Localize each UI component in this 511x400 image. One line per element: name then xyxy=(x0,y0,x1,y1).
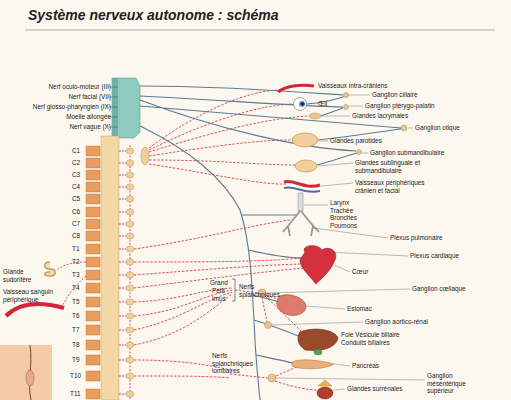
part-label: T6 xyxy=(72,312,79,320)
lacrimal-gland xyxy=(309,113,321,119)
part-label: T3 xyxy=(72,271,79,279)
sweat-gland xyxy=(45,262,56,276)
iris xyxy=(299,101,305,107)
part-label: Nerf facial (VII) xyxy=(68,93,111,101)
part-label: C7 xyxy=(72,220,80,228)
blood-vessel xyxy=(6,304,64,316)
part-label: Vaisseaux périphériques crânien et facia… xyxy=(355,179,435,194)
trachea xyxy=(298,193,303,211)
part-label: C1 xyxy=(72,147,80,155)
part-label: Imus xyxy=(212,295,226,303)
part-label: Nerfs splanchniques xyxy=(239,283,284,298)
eye xyxy=(294,98,307,111)
part-label: Plexus cardiaque xyxy=(410,252,459,260)
ganglion xyxy=(357,150,362,155)
ganglion xyxy=(265,322,272,329)
part-label: C6 xyxy=(72,208,80,216)
part-label: T11 xyxy=(70,390,81,398)
part-label: T1 xyxy=(72,245,79,253)
part-label: Glandes parotides xyxy=(330,137,382,145)
ganglion xyxy=(401,125,407,131)
pupil xyxy=(301,103,304,106)
sympathetic-fiber xyxy=(134,90,318,390)
part-label: Nerf oculo-moteur (III) xyxy=(48,83,111,91)
part-label: Ganglion aortico-rénal xyxy=(365,318,428,326)
stomach xyxy=(277,295,306,316)
sympathetic-fiber xyxy=(57,262,86,306)
part-label: T9 xyxy=(72,356,79,364)
ganglion xyxy=(344,105,349,110)
part-label: Cœur xyxy=(352,268,368,276)
leader-line xyxy=(266,95,425,390)
spinal-cord xyxy=(101,136,119,400)
part-label: T8 xyxy=(72,341,79,349)
part-label: Ganglion mésentérique supérieur xyxy=(427,372,475,395)
part-label: Nerf vague (X) xyxy=(69,123,111,131)
part-label: T10 xyxy=(70,372,81,380)
part-label: Moelle allongée xyxy=(66,113,111,121)
pancreas xyxy=(292,360,334,369)
ganglion xyxy=(268,374,276,382)
part-label: Ganglion otique xyxy=(415,124,460,132)
title-rule xyxy=(25,30,495,31)
part-label: Glandes surrénales xyxy=(347,385,402,393)
facial-vessel xyxy=(284,181,320,186)
part-label: T4 xyxy=(72,284,79,292)
part-label: Œil xyxy=(318,100,327,108)
part-label: Larynx Trachée Bronches Poumons xyxy=(330,199,366,229)
facial-vein xyxy=(284,187,320,192)
liver xyxy=(298,329,338,350)
part-label: Nerfs splanchniques lombaires xyxy=(212,352,257,375)
part-label: Nerf glosso-pharyngien (IX) xyxy=(33,103,111,111)
part-label: C4 xyxy=(72,183,80,191)
part-label: Ganglion submandibulaire xyxy=(370,149,444,157)
part-label: Pancréas xyxy=(352,362,379,370)
kidney xyxy=(317,387,333,399)
ganglion xyxy=(344,93,349,98)
ramus xyxy=(119,151,126,394)
part-label: Plexus pulmonaire xyxy=(390,234,443,242)
parasympathetic-fiber xyxy=(140,86,401,400)
part-label: Ganglion ciliaire xyxy=(372,91,417,99)
heart xyxy=(300,246,336,284)
skin-section xyxy=(0,345,52,400)
gallbladder xyxy=(314,349,322,355)
part-label: Glandes sublinguale et submandibulaire xyxy=(355,159,435,174)
part-label: Glande sudorifère xyxy=(3,268,45,283)
parotid-gland xyxy=(292,133,318,147)
part-label: Foie Vésicule biliaire Conduits biliaire… xyxy=(341,331,401,346)
part-label: Ganglion ptérygo-palatin xyxy=(365,102,435,110)
part-label: Estomac xyxy=(347,305,372,313)
part-label: Vaisseau sanguin périphérique xyxy=(3,288,63,303)
intracranial-vessel xyxy=(278,85,314,92)
bronchi xyxy=(283,211,319,236)
part-label: Petit xyxy=(212,287,225,295)
part-label: C3 xyxy=(72,171,80,179)
part-label: Vaisseaux intra-crâniens xyxy=(318,82,388,90)
part-label: C2 xyxy=(72,159,80,167)
hair-follicle xyxy=(26,370,34,386)
part-label: Ganglion cœliaque xyxy=(412,285,466,293)
part-label: T2 xyxy=(72,258,79,266)
salivary-gland xyxy=(295,160,317,172)
cervical-ganglion xyxy=(141,147,149,165)
part-label: C5 xyxy=(72,195,80,203)
part-label: Grand xyxy=(210,279,228,287)
part-label: T7 xyxy=(72,326,79,334)
vertebra xyxy=(86,146,100,399)
chain-ganglion xyxy=(126,148,134,397)
part-label: T5 xyxy=(72,298,79,306)
bracket xyxy=(232,279,235,301)
diagram-title: Système nerveux autonome : schéma xyxy=(28,7,279,23)
part-label: Glandes lacrymales xyxy=(352,112,408,120)
part-label: C8 xyxy=(72,232,80,240)
adrenal-gland xyxy=(318,380,332,386)
